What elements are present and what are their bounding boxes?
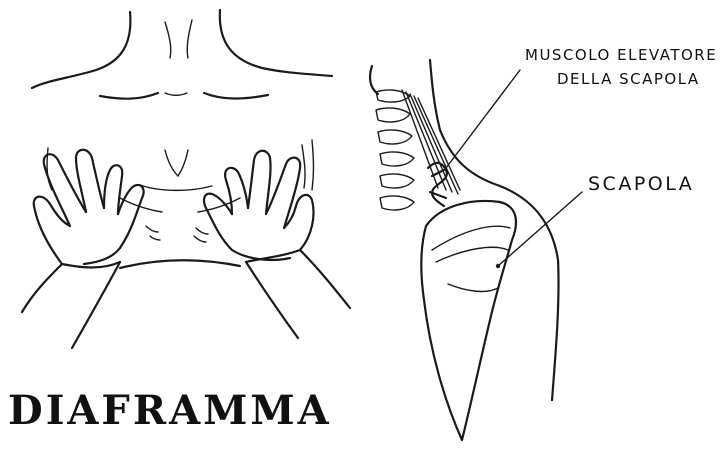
muscle-label-line1: MUSCOLO ELEVATORE [525,46,717,64]
scapula-label: SCAPOLA [588,173,694,195]
spine-scapula-drawing [370,60,582,440]
diaphragm-title: DIAFRAMMA [8,387,332,434]
torso-hands-drawing [22,10,350,348]
muscle-label-line2: DELLA SCAPOLA [557,70,700,88]
